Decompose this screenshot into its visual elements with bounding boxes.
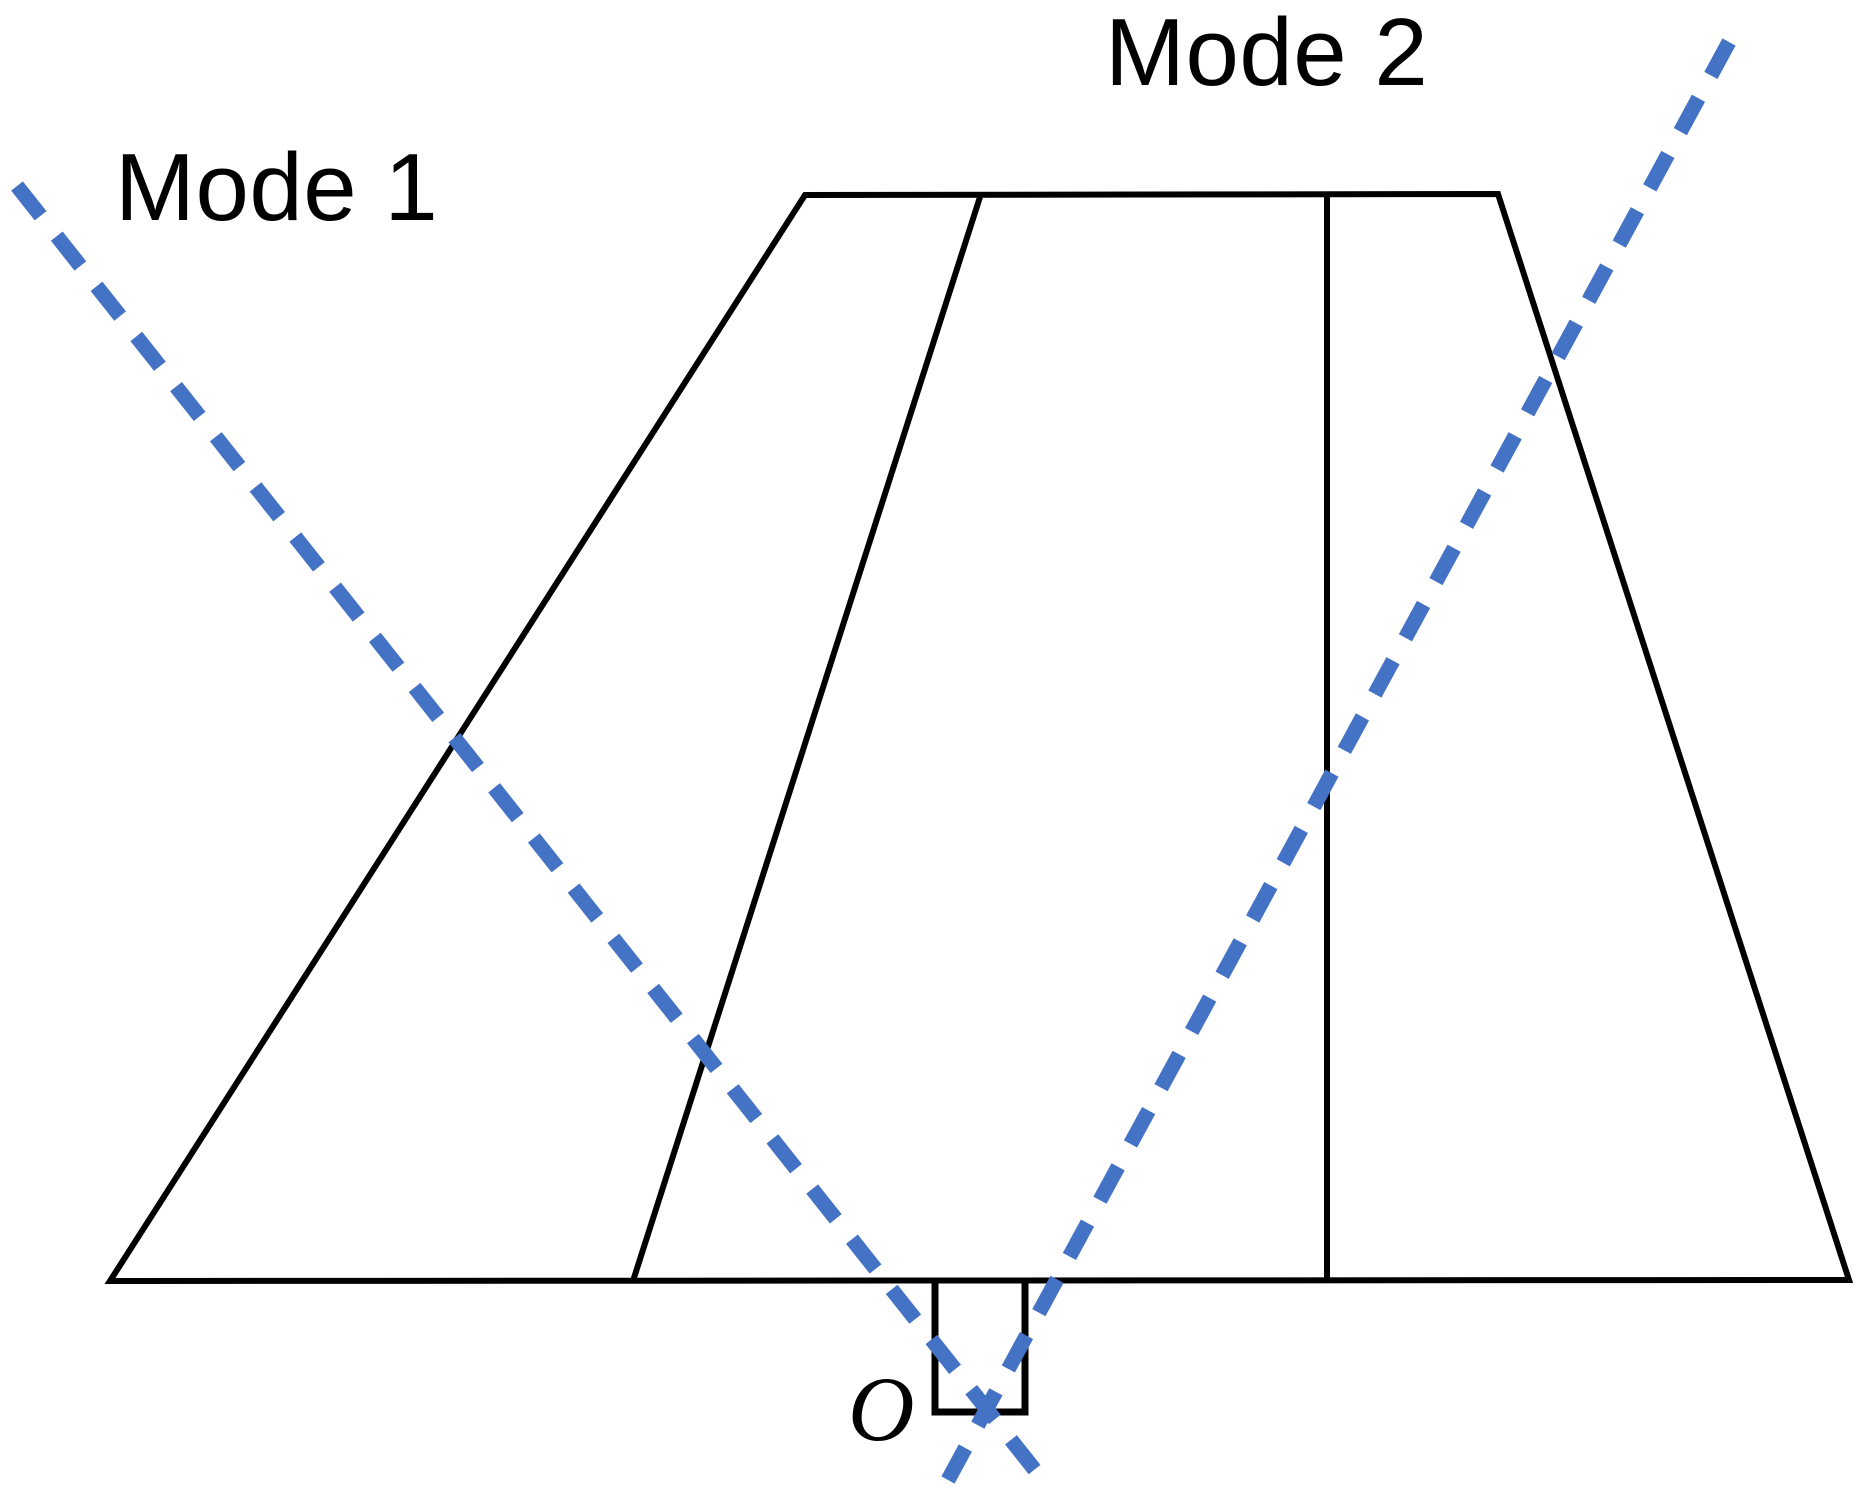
mode-2-dashed-line: [941, 38, 1736, 1484]
cross-section-outline: [104, 190, 1854, 1285]
inner-diagonal-web: [630, 196, 983, 1282]
mode-1-label: Mode 1: [115, 134, 439, 241]
origin-label: O: [848, 1358, 915, 1460]
mode-2-label: Mode 2: [1105, 0, 1429, 106]
mode-1-dashed-line: [11, 181, 1052, 1489]
